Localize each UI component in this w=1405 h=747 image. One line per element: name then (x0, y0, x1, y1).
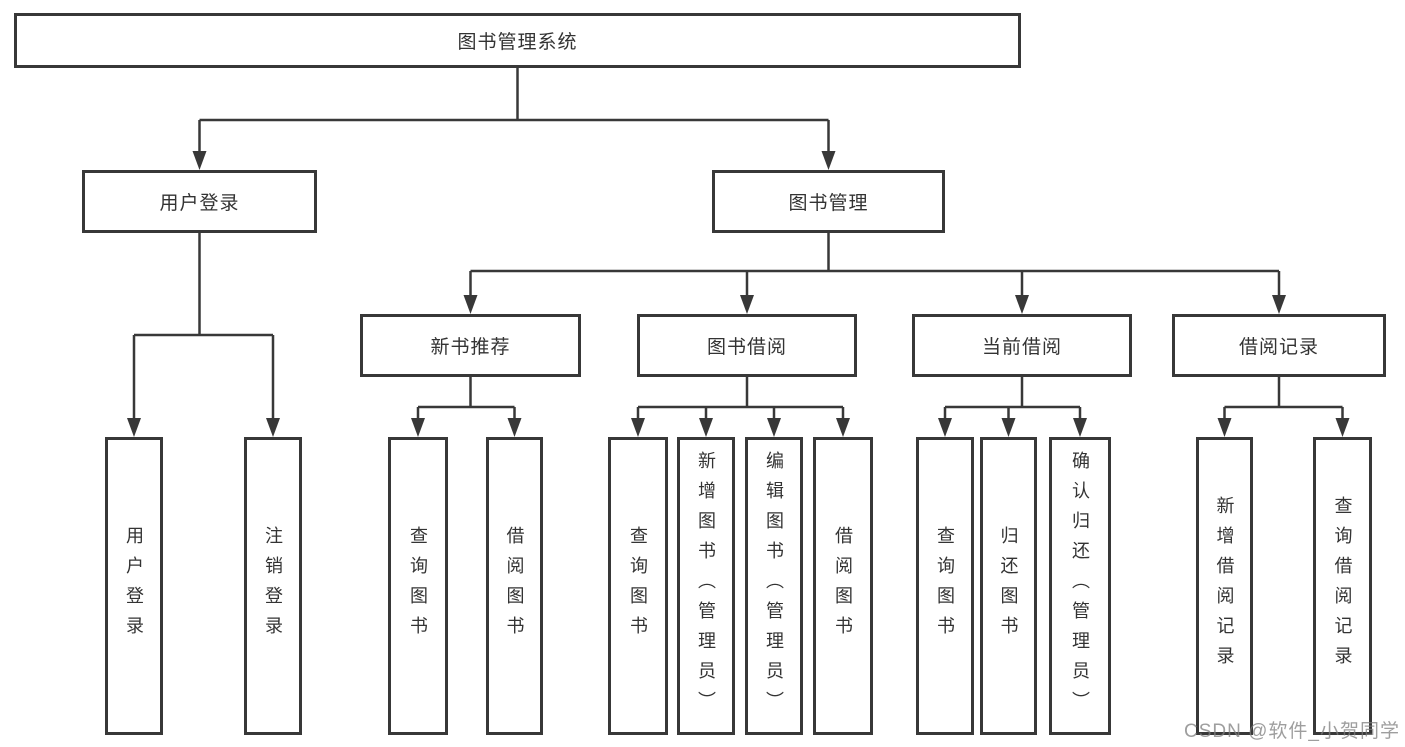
leaf-newbooks-borrow-books: 借阅图书 (486, 437, 543, 735)
leaf-add-book-admin-label: 新增图书（管理员） (696, 451, 716, 721)
node-root-label: 图书管理系统 (457, 32, 578, 53)
leaf-borrow-borrow-books-label: 借阅图书 (833, 526, 853, 646)
leaf-user-login-label: 用户登录 (124, 526, 144, 646)
node-user-login: 用户登录 (82, 170, 317, 233)
node-borrow-records: 借阅记录 (1172, 314, 1386, 377)
connector-borrowrecords-to-leaves (1217, 377, 1350, 437)
node-new-book-recommend: 新书推荐 (360, 314, 581, 377)
leaf-return-books-label: 归还图书 (998, 526, 1019, 646)
node-current-borrow: 当前借阅 (912, 314, 1132, 377)
leaf-return-books: 归还图书 (980, 437, 1037, 735)
leaf-logout-label: 注销登录 (263, 526, 283, 646)
connector-bookmgmt-to-level3 (463, 233, 1286, 314)
leaf-logout: 注销登录 (244, 437, 302, 735)
node-book-management-label: 图书管理 (788, 193, 869, 214)
leaf-borrow-query-books-label: 查询图书 (628, 526, 648, 646)
leaf-add-borrow-record: 新增借阅记录 (1196, 437, 1253, 735)
csdn-watermark: CSDN @软件_小贺同学 (1184, 721, 1400, 742)
leaf-newbooks-query-books-label: 查询图书 (408, 526, 428, 646)
leaf-borrow-borrow-books: 借阅图书 (813, 437, 873, 735)
node-current-borrow-label: 当前借阅 (981, 337, 1062, 358)
node-root-system: 图书管理系统 (14, 13, 1021, 68)
connector-newbooks-to-leaves (411, 377, 522, 437)
node-new-book-recommend-label: 新书推荐 (430, 337, 511, 358)
leaf-newbooks-query-books: 查询图书 (388, 437, 448, 735)
leaf-edit-book-admin: 编辑图书（管理员） (745, 437, 803, 735)
leaf-borrow-query-books: 查询图书 (608, 437, 668, 735)
node-book-borrow: 图书借阅 (637, 314, 857, 377)
leaf-query-borrow-record-label: 查询借阅记录 (1332, 496, 1353, 676)
leaf-add-borrow-record-label: 新增借阅记录 (1214, 496, 1235, 676)
connector-bookborrow-to-leaves (631, 377, 850, 437)
leaf-current-query-books: 查询图书 (916, 437, 974, 735)
leaf-confirm-return-admin-label: 确认归还（管理员） (1070, 451, 1090, 721)
leaf-current-query-books-label: 查询图书 (935, 526, 955, 646)
leaf-query-borrow-record: 查询借阅记录 (1313, 437, 1372, 735)
node-user-login-label: 用户登录 (159, 193, 240, 214)
leaf-edit-book-admin-label: 编辑图书（管理员） (764, 451, 784, 721)
node-book-management: 图书管理 (712, 170, 945, 233)
connector-root-to-level2 (192, 68, 836, 170)
leaf-newbooks-borrow-books-label: 借阅图书 (504, 526, 525, 646)
node-book-borrow-label: 图书借阅 (706, 337, 787, 358)
node-borrow-records-label: 借阅记录 (1238, 337, 1319, 358)
connector-userlogin-to-leaves (127, 233, 280, 437)
connector-currentborrow-to-leaves (938, 377, 1087, 437)
leaf-add-book-admin: 新增图书（管理员） (677, 437, 735, 735)
leaf-confirm-return-admin: 确认归还（管理员） (1049, 437, 1111, 735)
leaf-user-login: 用户登录 (105, 437, 163, 735)
